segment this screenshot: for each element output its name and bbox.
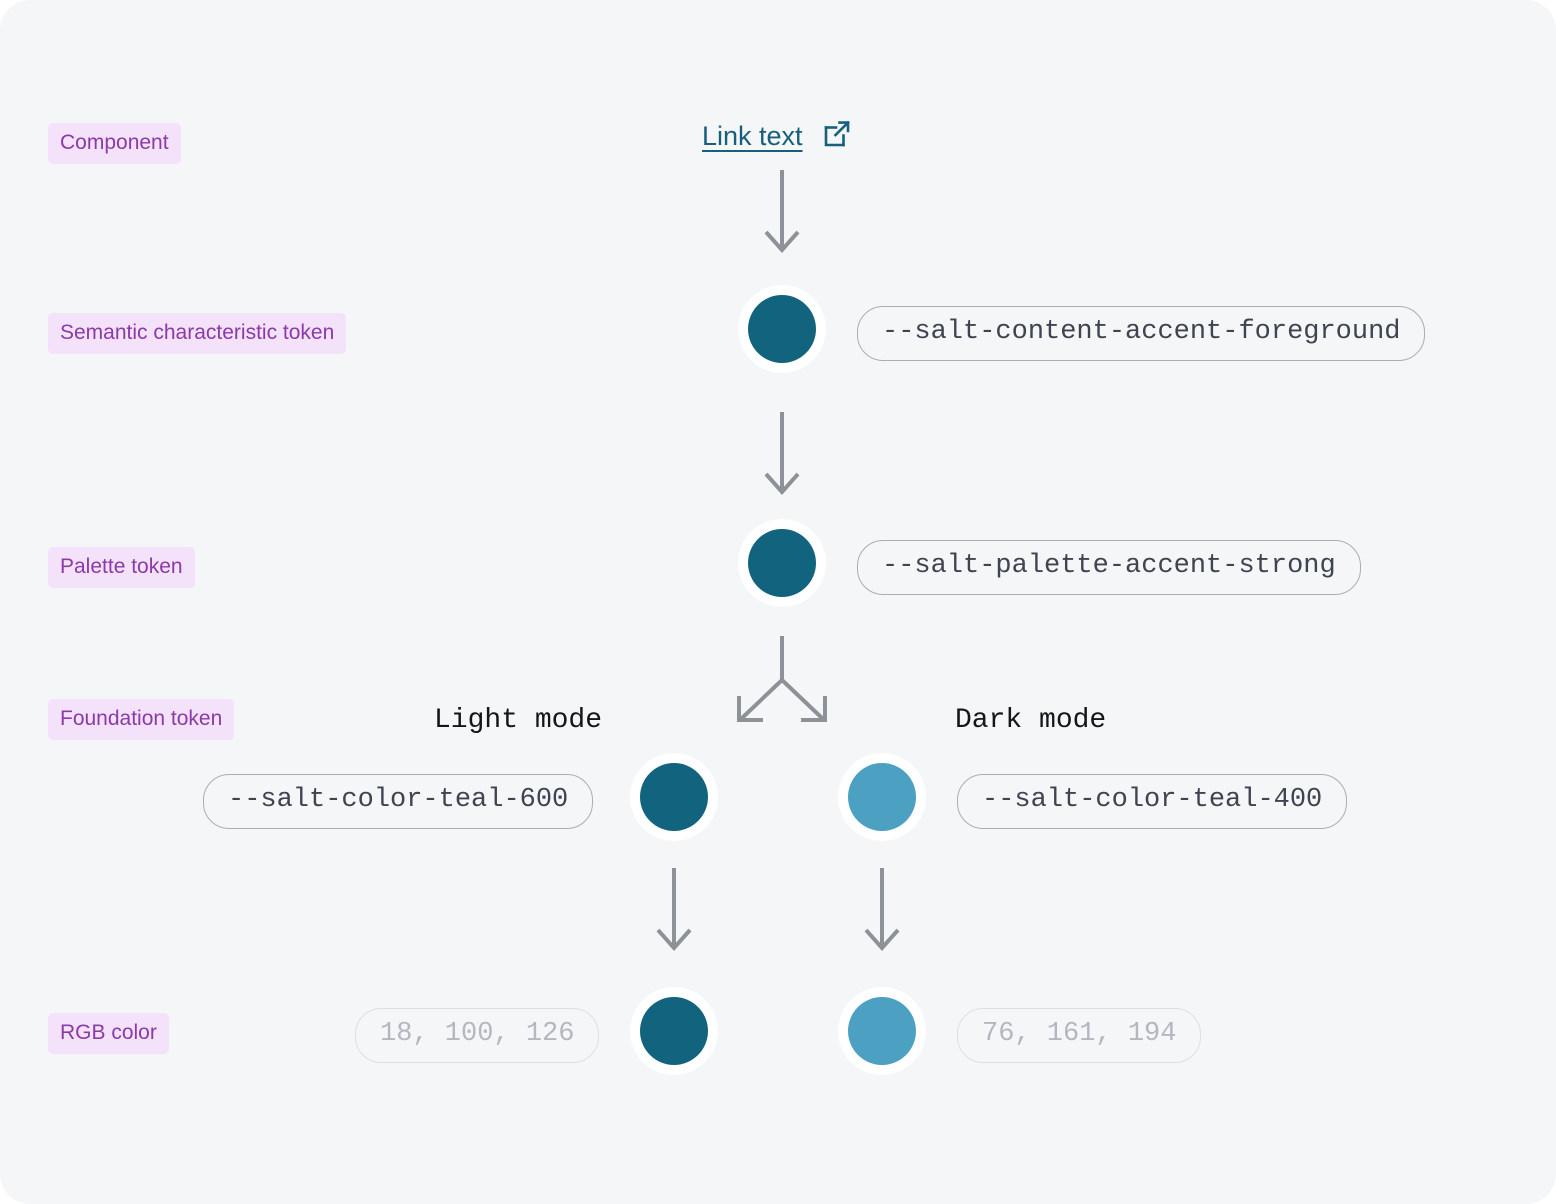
component-link[interactable]: Link text (702, 120, 851, 153)
swatch-foundation-light (630, 753, 718, 841)
badge-palette-token: Palette token (48, 547, 195, 588)
swatch-rgb-dark (838, 987, 926, 1075)
swatch-dot (848, 997, 916, 1065)
swatch-dot (748, 529, 816, 597)
label-light-mode: Light mode (434, 705, 603, 736)
rgb-value-light: 18, 100, 126 (355, 1008, 600, 1063)
arrow-foundation-light-to-rgb (645, 866, 703, 963)
link-text-label[interactable]: Link text (702, 121, 803, 151)
arrow-foundation-dark-to-rgb (853, 866, 911, 963)
arrow-component-to-semantic (750, 168, 814, 265)
label-dark-mode: Dark mode (955, 705, 1107, 736)
badge-foundation-token: Foundation token (48, 699, 235, 740)
swatch-dot (640, 763, 708, 831)
rgb-value-dark: 76, 161, 194 (957, 1008, 1202, 1063)
badge-component: Component (48, 123, 181, 164)
swatch-dot (748, 295, 816, 363)
arrow-palette-branch (728, 634, 836, 735)
token-pill-foundation-light[interactable]: --salt-color-teal-600 (203, 774, 594, 829)
swatch-dot (848, 763, 916, 831)
arrow-semantic-to-palette (750, 410, 814, 507)
token-pill-palette[interactable]: --salt-palette-accent-strong (857, 540, 1361, 595)
token-pill-foundation-dark[interactable]: --salt-color-teal-400 (957, 774, 1348, 829)
swatch-dot (640, 997, 708, 1065)
token-pill-semantic[interactable]: --salt-content-accent-foreground (857, 306, 1426, 361)
swatch-rgb-light (630, 987, 718, 1075)
external-link-icon (823, 120, 851, 153)
badge-rgb-color: RGB color (48, 1013, 169, 1054)
badge-semantic-characteristic-token: Semantic characteristic token (48, 313, 347, 354)
swatch-semantic-token (738, 285, 826, 373)
swatch-palette-token (738, 519, 826, 607)
swatch-foundation-dark (838, 753, 926, 841)
